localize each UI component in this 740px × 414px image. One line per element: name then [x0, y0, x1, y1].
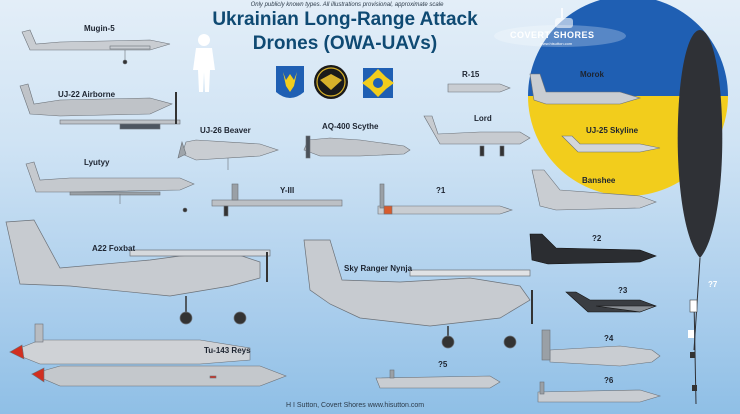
label-q2: ?2 — [592, 234, 602, 243]
human-scale-silhouette — [193, 34, 215, 92]
brand-url: www.hisutton.com — [540, 41, 573, 46]
drone-q7-balloon — [677, 30, 723, 405]
drone-mugin5 — [21, 29, 171, 65]
drone-lyutyy — [25, 161, 195, 213]
drone-q1 — [377, 183, 513, 215]
drone-q5 — [375, 369, 501, 389]
label-r15: R-15 — [462, 70, 480, 79]
drone-banshee — [531, 169, 657, 211]
label-lord: Lord — [474, 114, 492, 123]
trident-emblem-icon — [276, 66, 304, 98]
drone-morok — [529, 73, 642, 105]
drone-y3 — [211, 183, 343, 217]
label-q1: ?1 — [436, 186, 446, 195]
label-morok: Morok — [580, 70, 604, 79]
label-uj25: UJ-25 Skyline — [586, 126, 639, 135]
label-aq400: AQ-400 Scythe — [322, 122, 379, 131]
drone-tu143 — [9, 323, 287, 387]
brand-name: COVERT SHORES — [510, 30, 595, 40]
title-line-2: Drones (OWA-UAVs) — [252, 33, 438, 54]
sbu-emblem-icon — [362, 68, 394, 98]
label-y3: Y-III — [280, 186, 295, 195]
label-uj26: UJ-26 Beaver — [200, 126, 251, 135]
title-line-1: Ukrainian Long-Range Attack — [212, 9, 478, 30]
label-q6: ?6 — [604, 376, 614, 385]
label-skyranger: Sky Ranger Nynja — [344, 264, 413, 273]
label-tu143: Tu-143 Reys — [204, 346, 251, 355]
drone-a22-foxbat — [5, 219, 271, 325]
drone-q2 — [529, 233, 657, 265]
label-a22: A22 Foxbat — [92, 244, 136, 253]
label-q3: ?3 — [618, 286, 628, 295]
label-q4: ?4 — [604, 334, 614, 343]
drone-uj25 — [561, 135, 661, 153]
drone-q3 — [565, 291, 657, 313]
drone-lord — [423, 115, 531, 157]
drone-uj26 — [177, 139, 279, 170]
drone-skyranger — [303, 239, 533, 349]
label-lyutyy: Lyutyy — [84, 158, 110, 167]
intelligence-emblem-icon — [314, 65, 348, 99]
drone-q4 — [541, 329, 661, 367]
subtitle-text: Only publicly known types. All illustrat… — [250, 2, 444, 8]
label-uj22: UJ-22 Airborne — [58, 90, 116, 99]
covert-shores-logo — [494, 8, 626, 47]
label-q7: ?7 — [708, 280, 718, 289]
label-q5: ?5 — [438, 360, 448, 369]
label-mugin5: Mugin-5 — [84, 24, 115, 33]
drone-aq400 — [303, 135, 411, 159]
drone-uj22 — [19, 83, 181, 130]
drone-q6 — [537, 381, 662, 403]
footer-credit: H I Sutton, Covert Shores www.hisutton.c… — [286, 402, 425, 409]
label-banshee: Banshee — [582, 176, 616, 185]
drone-r15 — [447, 83, 511, 93]
page-title: Ukrainian Long-Range Attack Drones (OWA-… — [200, 8, 490, 56]
